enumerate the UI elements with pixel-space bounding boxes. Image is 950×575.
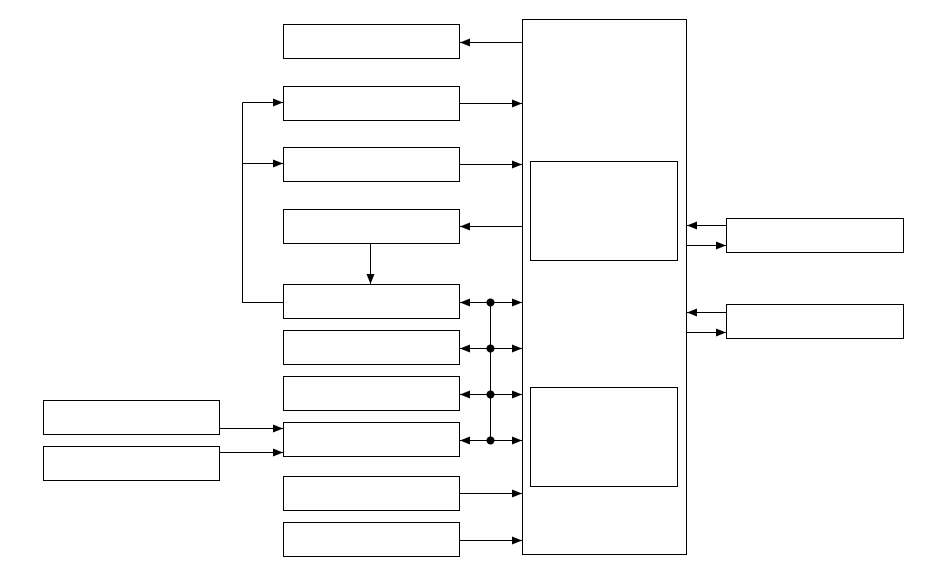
- left-block-5: [283, 284, 460, 319]
- left-block-3: [283, 147, 460, 182]
- left-block-1: [283, 24, 460, 59]
- left-block-10: [283, 522, 460, 557]
- right-block-2: [726, 304, 904, 339]
- left-block-2: [283, 86, 460, 121]
- left-block-9: [283, 476, 460, 511]
- feedback-line: [242, 102, 283, 303]
- bus-junction-dot: [486, 298, 495, 307]
- far-left-block-2: [43, 446, 220, 481]
- left-block-8: [283, 422, 460, 457]
- main-inner-lower-block: [530, 387, 678, 487]
- bus-junction-dot: [486, 390, 495, 399]
- right-block-1: [726, 218, 904, 253]
- left-block-6: [283, 330, 460, 365]
- left-block-7: [283, 376, 460, 411]
- left-block-4: [283, 209, 460, 244]
- main-inner-upper-block: [530, 161, 678, 261]
- bus-junction-dot: [486, 344, 495, 353]
- far-left-block-1: [43, 400, 220, 435]
- bus-junction-dot: [486, 436, 495, 445]
